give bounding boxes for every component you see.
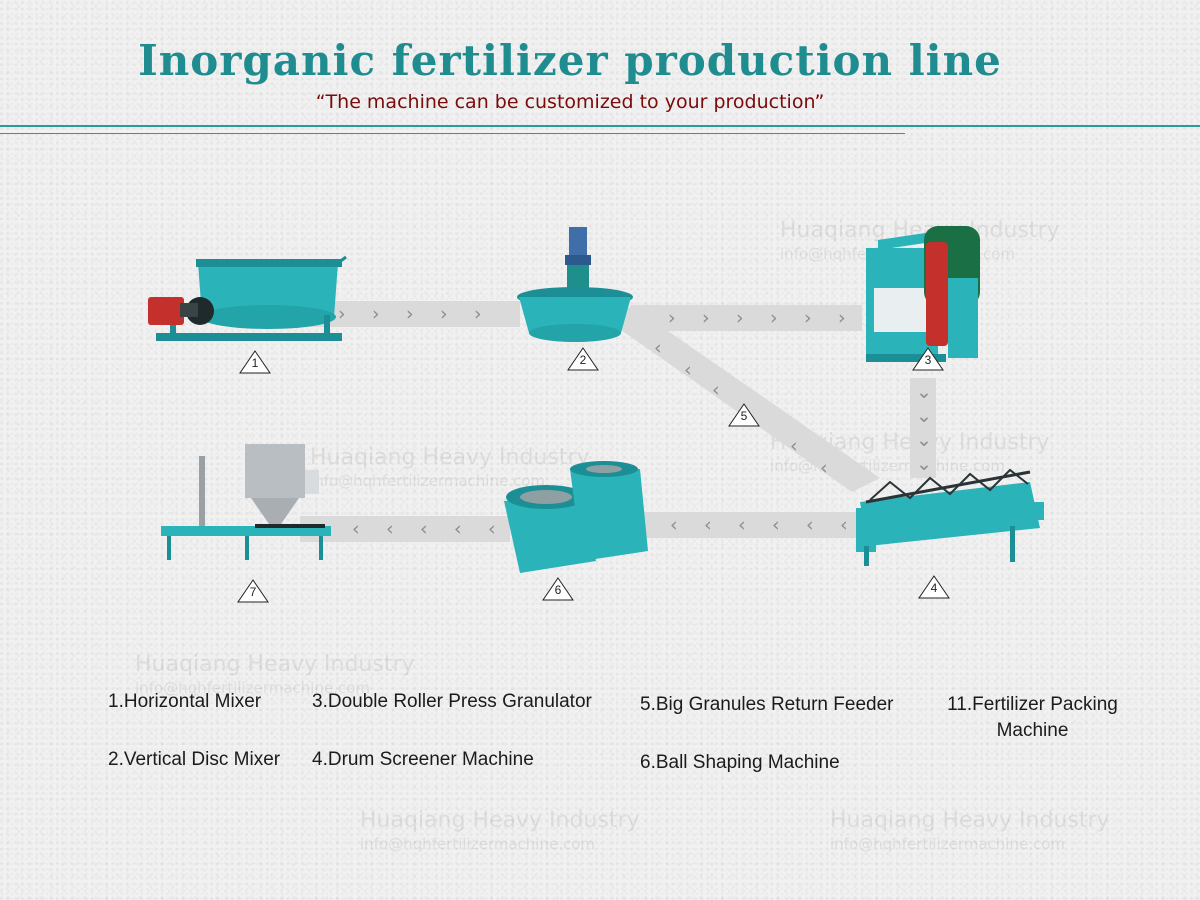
svg-text:‹: ‹ — [420, 518, 428, 540]
flow-band-2-3 — [630, 305, 862, 331]
step-badge-2: 2 — [567, 347, 599, 371]
svg-text:›: › — [338, 303, 346, 325]
svg-text:‹: ‹ — [670, 514, 678, 536]
svg-text:‹: ‹ — [772, 514, 780, 536]
svg-text:‹: ‹ — [386, 518, 394, 540]
svg-text:‹: ‹ — [654, 337, 662, 359]
svg-text:›: › — [406, 303, 414, 325]
svg-text:›: › — [440, 303, 448, 325]
flow-arrows-5-return: ‹ ‹ ‹ ‹ ‹ — [654, 337, 828, 479]
page-subtitle: “The machine can be customized to your p… — [315, 91, 825, 113]
step-badge-4: 4 — [918, 575, 950, 599]
step-badge-7: 7 — [237, 579, 269, 603]
svg-text:‹: ‹ — [790, 435, 798, 457]
svg-text:‹: ‹ — [352, 518, 360, 540]
step-badge-5: 5 — [728, 403, 760, 427]
drum-screener-machine-image — [856, 468, 1044, 566]
flow-arrows-3-4: ⌄⌄ ⌄⌄ — [916, 381, 932, 475]
flow-arrows-4-6: ‹ ‹ ‹ ‹ ‹ ‹ — [670, 514, 848, 536]
svg-text:›: › — [372, 303, 380, 325]
flow-arrows-1-2: › › › › › — [338, 303, 482, 325]
page-title: Inorganic fertilizer production line — [138, 36, 1002, 85]
svg-text:‹: ‹ — [488, 518, 496, 540]
header-rule-primary — [0, 125, 1200, 127]
flow-arrows-2-3: › › › › › › — [668, 307, 846, 329]
svg-text:‹: ‹ — [738, 514, 746, 536]
svg-text:›: › — [668, 307, 676, 329]
svg-text:‹: ‹ — [712, 379, 720, 401]
svg-text:⌄: ⌄ — [916, 429, 932, 451]
svg-text:›: › — [736, 307, 744, 329]
legend-item-1: 1.Horizontal Mixer — [108, 691, 262, 712]
double-roller-press-granulator-image — [866, 226, 980, 362]
flow-band-6-7 — [300, 516, 510, 542]
flow-band-3-4 — [910, 378, 936, 478]
vertical-disc-mixer-image — [517, 227, 633, 342]
ball-shaping-machine-image — [504, 461, 648, 573]
svg-text:‹: ‹ — [820, 457, 828, 479]
flow-band-5-return — [604, 306, 880, 492]
svg-text:›: › — [770, 307, 778, 329]
svg-text:‹: ‹ — [684, 359, 692, 381]
flow-band-4-6 — [640, 512, 856, 538]
svg-text:‹: ‹ — [454, 518, 462, 540]
svg-text:›: › — [474, 303, 482, 325]
legend-item-6: 6.Ball Shaping Machine — [640, 752, 840, 773]
legend-item-4: 4.Drum Screener Machine — [312, 749, 534, 770]
legend-item-11: 11.Fertilizer Packing Machine — [947, 694, 1118, 741]
horizontal-mixer-image — [148, 255, 347, 341]
header-rule-secondary — [0, 133, 905, 134]
step-badge-6: 6 — [542, 577, 574, 601]
fertilizer-packing-machine-image — [161, 444, 331, 560]
svg-text:‹: ‹ — [840, 514, 848, 536]
svg-text:›: › — [804, 307, 812, 329]
legend-item-2: 2.Vertical Disc Mixer — [108, 749, 281, 770]
svg-text:›: › — [838, 307, 846, 329]
legend-item-5: 5.Big Granules Return Feeder — [640, 694, 894, 715]
step-badge-3: 3 — [912, 347, 944, 371]
legend-item-3: 3.Double Roller Press Granulator — [312, 691, 592, 712]
svg-text:⌄: ⌄ — [916, 381, 932, 403]
svg-text:‹: ‹ — [704, 514, 712, 536]
svg-text:‹: ‹ — [806, 514, 814, 536]
svg-text:⌄: ⌄ — [916, 453, 932, 475]
step-badge-1: 1 — [239, 350, 271, 374]
flow-band-1-2 — [280, 301, 520, 327]
svg-text:⌄: ⌄ — [916, 405, 932, 427]
svg-text:›: › — [702, 307, 710, 329]
